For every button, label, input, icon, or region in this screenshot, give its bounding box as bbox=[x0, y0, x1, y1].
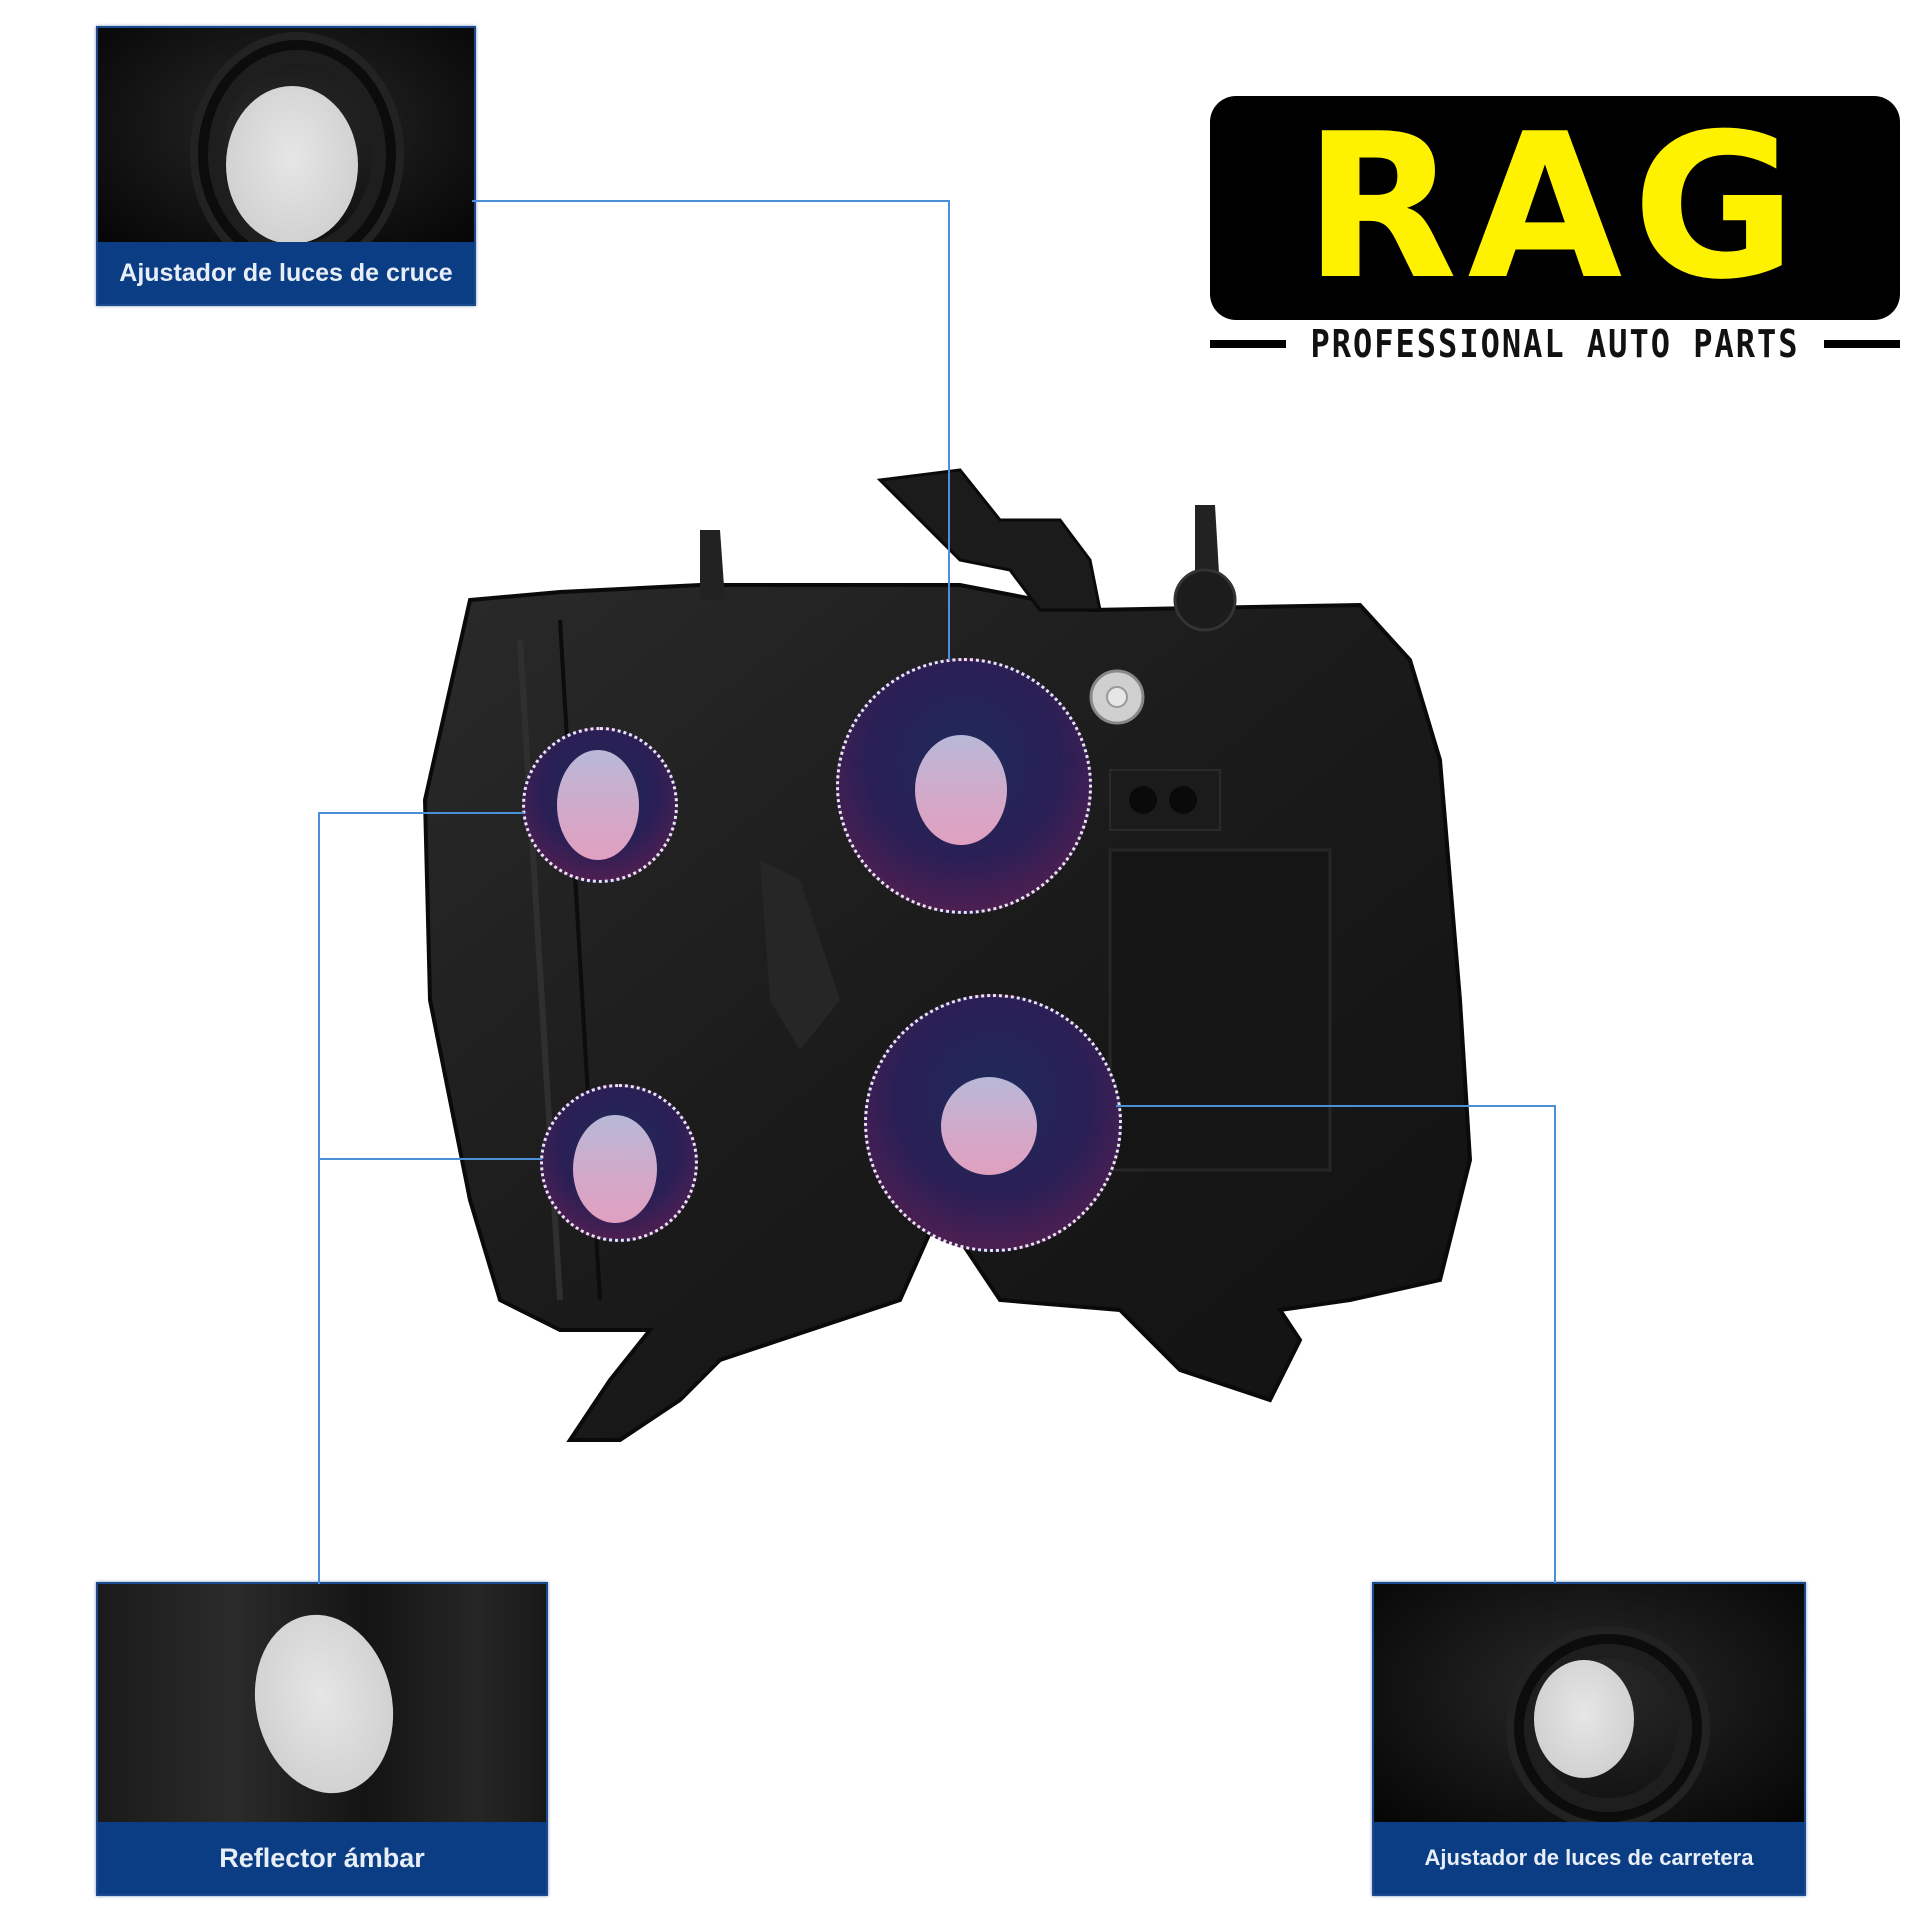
callout-card-amber-reflector: Reflector ámbar bbox=[96, 1582, 548, 1896]
brand-logo: RAG bbox=[1210, 96, 1900, 320]
callout-photo bbox=[1374, 1584, 1804, 1822]
highlight-high-beam-adjuster bbox=[864, 994, 1122, 1252]
leader-line bbox=[948, 200, 950, 660]
highlight-low-beam-adjuster bbox=[836, 658, 1092, 914]
callout-photo bbox=[98, 1584, 546, 1822]
highlight-amber-reflector-upper bbox=[522, 727, 678, 883]
highlight-amber-reflector-lower bbox=[540, 1084, 698, 1242]
brand-tagline-row: PROFESSIONAL AUTO PARTS bbox=[1210, 321, 1901, 367]
lens-core bbox=[915, 735, 1007, 845]
leader-line bbox=[318, 812, 320, 1584]
callout-label: Ajustador de luces de carretera bbox=[1374, 1822, 1804, 1894]
leader-line bbox=[472, 200, 950, 202]
leader-line bbox=[1554, 1105, 1556, 1583]
lens-core bbox=[573, 1115, 657, 1223]
adjuster-lens-icon bbox=[226, 86, 358, 244]
leader-line bbox=[1116, 1105, 1556, 1107]
callout-card-high-beam-adjuster: Ajustador de luces de carretera bbox=[1372, 1582, 1806, 1896]
lens-core bbox=[941, 1077, 1037, 1175]
callout-label: Ajustador de luces de cruce bbox=[98, 242, 474, 304]
brand-tagline: PROFESSIONAL AUTO PARTS bbox=[1310, 321, 1800, 367]
adjuster-lens-icon bbox=[1534, 1660, 1634, 1778]
callout-label: Reflector ámbar bbox=[98, 1822, 546, 1894]
divider bbox=[1210, 340, 1287, 348]
brand-logo-text: RAG bbox=[1303, 91, 1807, 324]
leader-line bbox=[318, 1158, 542, 1160]
leader-line bbox=[318, 812, 524, 814]
callout-card-low-beam-adjuster: Ajustador de luces de cruce bbox=[96, 26, 476, 306]
lens-core bbox=[557, 750, 639, 860]
divider bbox=[1823, 340, 1901, 348]
